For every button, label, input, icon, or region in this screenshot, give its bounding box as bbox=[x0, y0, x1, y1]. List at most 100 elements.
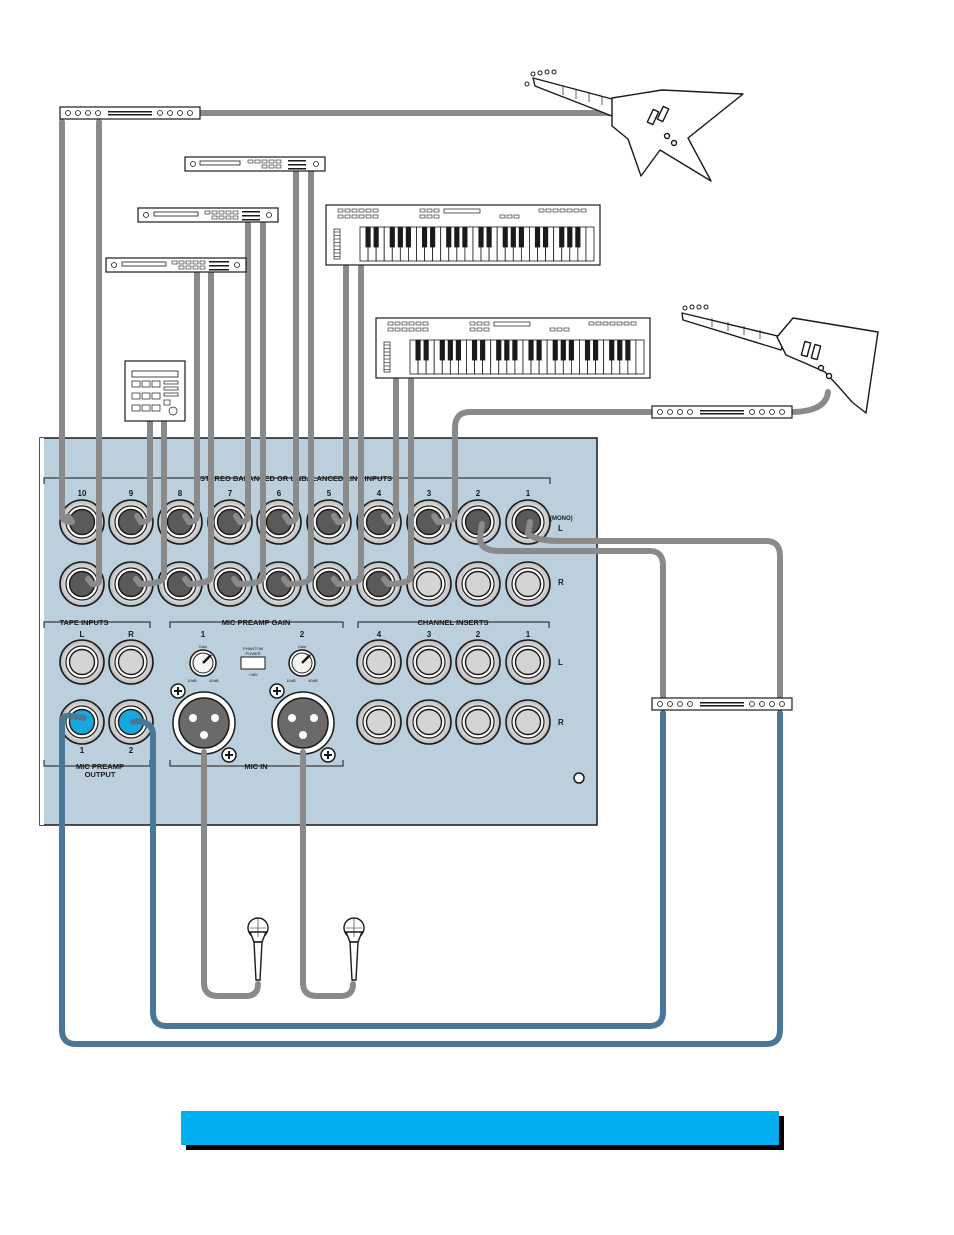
line-input-number: 1 bbox=[526, 489, 531, 498]
channel-insert-jack-right[interactable] bbox=[455, 699, 501, 745]
black-key bbox=[593, 340, 599, 361]
black-key bbox=[510, 227, 516, 248]
rack-module-3 bbox=[105, 257, 247, 273]
phantom-power-switch[interactable] bbox=[240, 656, 266, 670]
black-key bbox=[552, 340, 558, 361]
rack-module-2 bbox=[137, 207, 279, 223]
keyboard-button bbox=[358, 214, 365, 219]
row-label-l: L bbox=[558, 524, 563, 533]
keyboard-button bbox=[401, 327, 408, 332]
keyboard-button bbox=[337, 214, 344, 219]
gain-knob-1[interactable] bbox=[189, 649, 217, 677]
channel-insert-jack-left[interactable] bbox=[356, 639, 402, 685]
black-key bbox=[518, 227, 524, 248]
keyboard-button bbox=[426, 214, 433, 219]
keyboard-button bbox=[476, 327, 483, 332]
line-input-number: 3 bbox=[427, 489, 432, 498]
jack-array bbox=[59, 499, 551, 745]
black-key bbox=[504, 340, 510, 361]
plus-icon bbox=[170, 683, 336, 763]
keyboard-button bbox=[630, 321, 637, 326]
keyboard-button bbox=[483, 327, 490, 332]
keyboard-button bbox=[415, 321, 422, 326]
black-key bbox=[447, 340, 453, 361]
black-key bbox=[365, 227, 371, 248]
line-input-jack-right[interactable] bbox=[157, 561, 203, 607]
keyboard-button bbox=[563, 327, 570, 332]
line-input-number: 4 bbox=[377, 489, 382, 498]
keyboard-button bbox=[573, 208, 580, 213]
drum-machine bbox=[124, 360, 186, 422]
line-input-jack-right[interactable] bbox=[455, 561, 501, 607]
keyboard-keys bbox=[333, 208, 595, 262]
mic-preamp-output-jack[interactable] bbox=[59, 699, 105, 745]
xlr-mic-input-1[interactable] bbox=[172, 691, 236, 755]
black-key bbox=[439, 340, 445, 361]
line-input-number: 2 bbox=[476, 489, 481, 498]
keyboard-button bbox=[545, 208, 552, 213]
black-key bbox=[560, 340, 566, 361]
black-key bbox=[609, 340, 615, 361]
line-input-number: 8 bbox=[178, 489, 183, 498]
channel-insert-jack-left[interactable] bbox=[505, 639, 551, 685]
channel-insert-jack-left[interactable] bbox=[406, 639, 452, 685]
tape-label-r: R bbox=[128, 630, 134, 639]
cable-plug bbox=[381, 513, 391, 525]
xlr-mic-input-2[interactable] bbox=[271, 691, 335, 755]
black-key bbox=[397, 227, 403, 248]
keyboard-button bbox=[422, 321, 429, 326]
mic-preamp-gain-label: MIC PREAMP GAIN bbox=[222, 618, 291, 627]
line-input-number: 6 bbox=[277, 489, 282, 498]
channel-insert-jack-right[interactable] bbox=[356, 699, 402, 745]
line-input-jack-left[interactable] bbox=[306, 499, 352, 545]
line-input-jack-left[interactable] bbox=[207, 499, 253, 545]
keyboard-keys bbox=[383, 321, 645, 375]
keyboard-button bbox=[387, 321, 394, 326]
black-key bbox=[462, 227, 468, 248]
mic-preamp-number: 2 bbox=[300, 630, 305, 639]
keyboard-button bbox=[580, 208, 587, 213]
line-input-jack-right[interactable] bbox=[406, 561, 452, 607]
insert-number: 4 bbox=[377, 630, 382, 639]
gain-knob-2[interactable] bbox=[288, 649, 316, 677]
splitter-box-top bbox=[59, 106, 201, 120]
keyboard-button bbox=[419, 208, 426, 213]
tape-input-jack[interactable] bbox=[108, 639, 154, 685]
keyboard-button bbox=[588, 321, 595, 326]
keyboard-button bbox=[351, 208, 358, 213]
black-key bbox=[405, 227, 411, 248]
channel-insert-jack-right[interactable] bbox=[406, 699, 452, 745]
line-input-number: 5 bbox=[327, 489, 332, 498]
line-input-jack-right[interactable] bbox=[505, 561, 551, 607]
channel-insert-jack-left[interactable] bbox=[455, 639, 501, 685]
line-input-jack-right[interactable] bbox=[356, 561, 402, 607]
gain-scale-min: 10dB bbox=[286, 678, 296, 683]
mic-preamp-output-label-2: OUTPUT bbox=[85, 770, 116, 779]
cable-plug bbox=[182, 513, 192, 525]
cable-plug bbox=[282, 513, 292, 525]
cable-plug bbox=[525, 519, 533, 537]
keyboard-button bbox=[552, 208, 559, 213]
insert-row-label-r: R bbox=[558, 718, 564, 727]
keyboard-slider bbox=[333, 228, 341, 260]
black-key bbox=[543, 227, 549, 248]
tape-input-jack[interactable] bbox=[59, 639, 105, 685]
keyboard-button bbox=[476, 321, 483, 326]
output-number: 1 bbox=[80, 746, 85, 755]
cable-plug bbox=[477, 521, 485, 541]
mic-in-label: MIC IN bbox=[244, 762, 267, 771]
black-key bbox=[567, 227, 573, 248]
cable-plug bbox=[85, 576, 95, 587]
white-key bbox=[635, 339, 645, 375]
keyboard-button bbox=[365, 214, 372, 219]
keyboard-button bbox=[549, 327, 556, 332]
black-key bbox=[430, 227, 436, 248]
phantom-voltage-label: +48V bbox=[248, 672, 258, 677]
tape-inputs-label: TAPE INPUTS bbox=[59, 618, 108, 627]
black-key bbox=[617, 340, 623, 361]
black-key bbox=[446, 227, 452, 248]
cable-plug bbox=[331, 513, 341, 525]
keyboard-button bbox=[506, 214, 513, 219]
channel-insert-jack-right[interactable] bbox=[505, 699, 551, 745]
black-key bbox=[575, 227, 581, 248]
